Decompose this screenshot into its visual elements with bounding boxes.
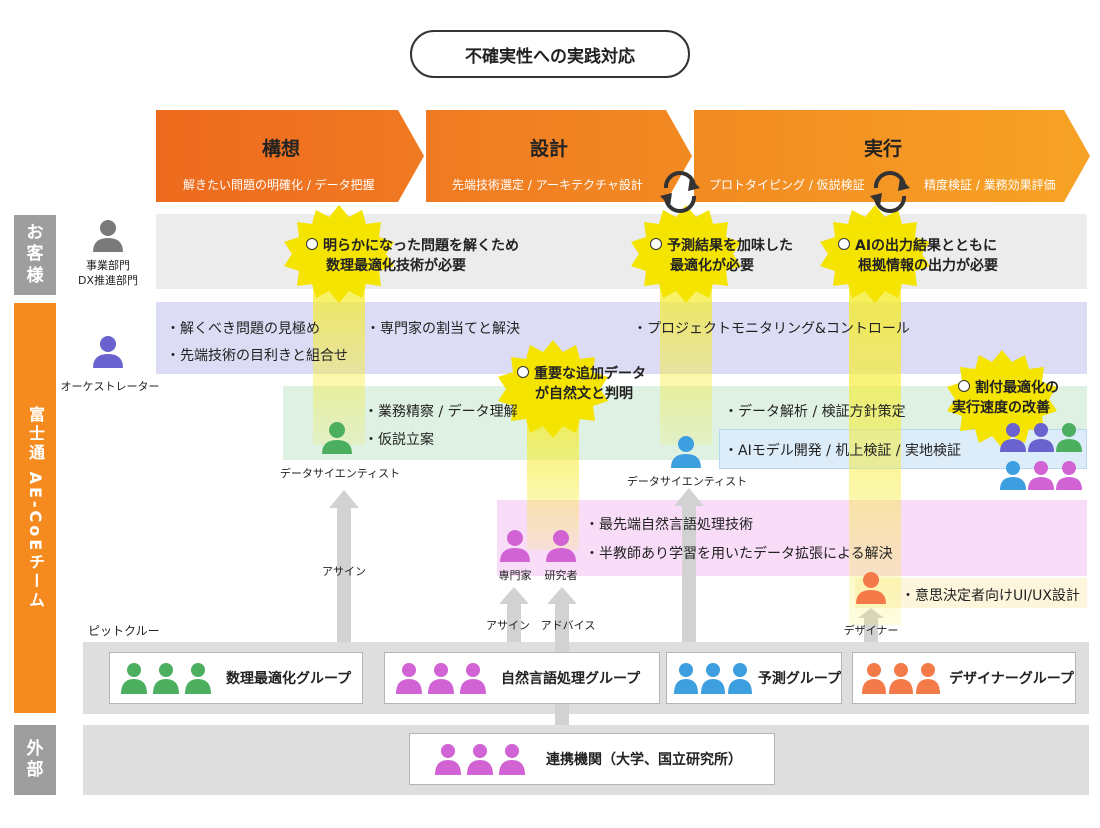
starburst-1 bbox=[284, 205, 394, 303]
group-label: 数理最適化グループ bbox=[226, 671, 352, 687]
external-partner-org: 連携機関（大学、国立研究所） bbox=[409, 733, 775, 785]
ai-model-item: ・AIモデル開発 / 机上検証 / 実地検証 bbox=[724, 443, 961, 459]
group-people-icon bbox=[435, 744, 525, 775]
data-scientist-right-label: データサイエンティスト bbox=[626, 475, 748, 488]
circle-bullet-icon bbox=[838, 238, 850, 250]
group-prediction: 予測グループ bbox=[666, 652, 842, 704]
phase-kousou-sub: 解きたい問題の明確化 / データ把握 bbox=[183, 178, 375, 192]
assign-label: アサイン bbox=[322, 565, 366, 578]
orchestrator-band bbox=[156, 302, 1087, 374]
orchestrator-item-1: ・解くべき問題の見極め bbox=[166, 321, 320, 337]
expert-band bbox=[497, 500, 1087, 576]
assign-label-2: アサイン bbox=[486, 619, 530, 632]
researcher-person-icon bbox=[546, 530, 576, 562]
expert-item-2: ・半教師あり学習を用いたデータ拡張による解決 bbox=[585, 546, 893, 562]
data-scientist-item-2: ・仮説立案 bbox=[364, 432, 434, 448]
orchestrator-person-icon bbox=[93, 336, 123, 368]
circle-bullet-icon bbox=[306, 238, 318, 250]
phase-jikkou-name: 実行 bbox=[864, 138, 903, 160]
phase-jikkou-sub-right: 精度検証 / 業務効果評価 bbox=[924, 178, 1056, 192]
orchestrator-role-label: オーケストレーター bbox=[60, 380, 160, 393]
circle-bullet-icon bbox=[958, 380, 970, 392]
designer-role-label: デザイナー bbox=[843, 624, 899, 637]
advice-label: アドバイス bbox=[540, 619, 596, 632]
pit-crew-label: ピットクルー bbox=[88, 624, 160, 638]
side-label-fujitsu: 富士通 AE-CoEチーム bbox=[14, 303, 56, 713]
expert-person-icon bbox=[500, 530, 530, 562]
group-nlp: 自然言語処理グループ bbox=[384, 652, 660, 704]
starburst-4 bbox=[498, 340, 608, 438]
diagram-title: 不確実性への実践対応 bbox=[410, 30, 690, 78]
phase-sekkei-name: 設計 bbox=[530, 138, 569, 160]
expert-item-1: ・最先端自然言語処理技術 bbox=[585, 517, 753, 533]
customer-note-2: 予測結果を加味した 最適化が必要 bbox=[650, 236, 793, 276]
arrow-assign-expert bbox=[499, 587, 529, 642]
side-label-customer: お 客 様 bbox=[14, 215, 56, 295]
designer-item: ・意思決定者向けUI/UX設計 bbox=[901, 588, 1080, 604]
group-people-icon bbox=[862, 663, 940, 694]
customer-person-icon bbox=[93, 220, 123, 252]
starburst-5 bbox=[947, 350, 1057, 448]
data-note-mid: 重要な追加データ が自然文と判明 bbox=[517, 364, 646, 404]
team-cluster-icon bbox=[1000, 423, 1082, 490]
group-people-icon bbox=[121, 663, 211, 694]
customer-role-label: 事業部門 DX推進部門 bbox=[77, 259, 138, 287]
data-scientist-left-icon bbox=[322, 422, 352, 454]
group-designer: デザイナーグループ bbox=[852, 652, 1076, 704]
customer-note-1: 明らかになった問題を解くため 数理最適化技術が必要 bbox=[306, 236, 519, 276]
group-people-icon bbox=[674, 663, 752, 694]
researcher-role-label: 研究者 bbox=[544, 569, 578, 582]
orchestrator-item-4: ・プロジェクトモニタリング&コントロール bbox=[633, 321, 910, 337]
data-scientist-left-label: データサイエンティスト bbox=[279, 467, 401, 480]
circle-bullet-icon bbox=[650, 238, 662, 250]
orchestrator-item-2: ・先端技術の目利きと組合せ bbox=[166, 348, 348, 364]
phase-sekkei-sub: 先端技術選定 / アーキテクチャ設計 bbox=[452, 178, 643, 192]
phase-jikkou-sub-left: プロトタイピング / 仮説検証 bbox=[709, 178, 865, 192]
group-label: 予測グループ bbox=[757, 671, 841, 687]
highlight-column-4 bbox=[849, 250, 901, 625]
arrow-assign-ds-right bbox=[674, 488, 704, 642]
group-math-optimization: 数理最適化グループ bbox=[109, 652, 363, 704]
customer-note-3: AIの出力結果とともに 根拠情報の出力が必要 bbox=[838, 236, 998, 276]
group-label: デザイナーグループ bbox=[949, 671, 1074, 687]
arrow-assign-left bbox=[329, 490, 359, 642]
group-people-icon bbox=[396, 663, 486, 694]
data-note-right: 割付最適化の 実行速度の改善 bbox=[952, 380, 1059, 416]
group-label: 自然言語処理グループ bbox=[501, 671, 641, 687]
data-scientist-right-icon bbox=[671, 436, 701, 468]
data-scientist-item-3: ・データ解析 / 検証方針策定 bbox=[724, 404, 906, 420]
starburst-2 bbox=[631, 205, 741, 303]
orchestrator-item-3: ・専門家の割当てと解決 bbox=[366, 321, 520, 337]
phase-arrow-kousou bbox=[156, 110, 424, 202]
circle-bullet-icon bbox=[517, 366, 529, 378]
phase-arrows bbox=[156, 110, 1090, 202]
data-scientist-item-1: ・業務精察 / データ理解 bbox=[364, 404, 518, 420]
designer-person-icon bbox=[856, 572, 886, 604]
starburst-3 bbox=[820, 205, 930, 303]
side-label-external: 外 部 bbox=[14, 725, 56, 795]
external-org-label: 連携機関（大学、国立研究所） bbox=[546, 752, 742, 768]
phase-arrow-jikkou bbox=[694, 110, 1090, 202]
expert-role-label: 専門家 bbox=[498, 569, 532, 582]
phase-arrow-sekkei bbox=[426, 110, 692, 202]
phase-kousou-name: 構想 bbox=[262, 138, 301, 160]
